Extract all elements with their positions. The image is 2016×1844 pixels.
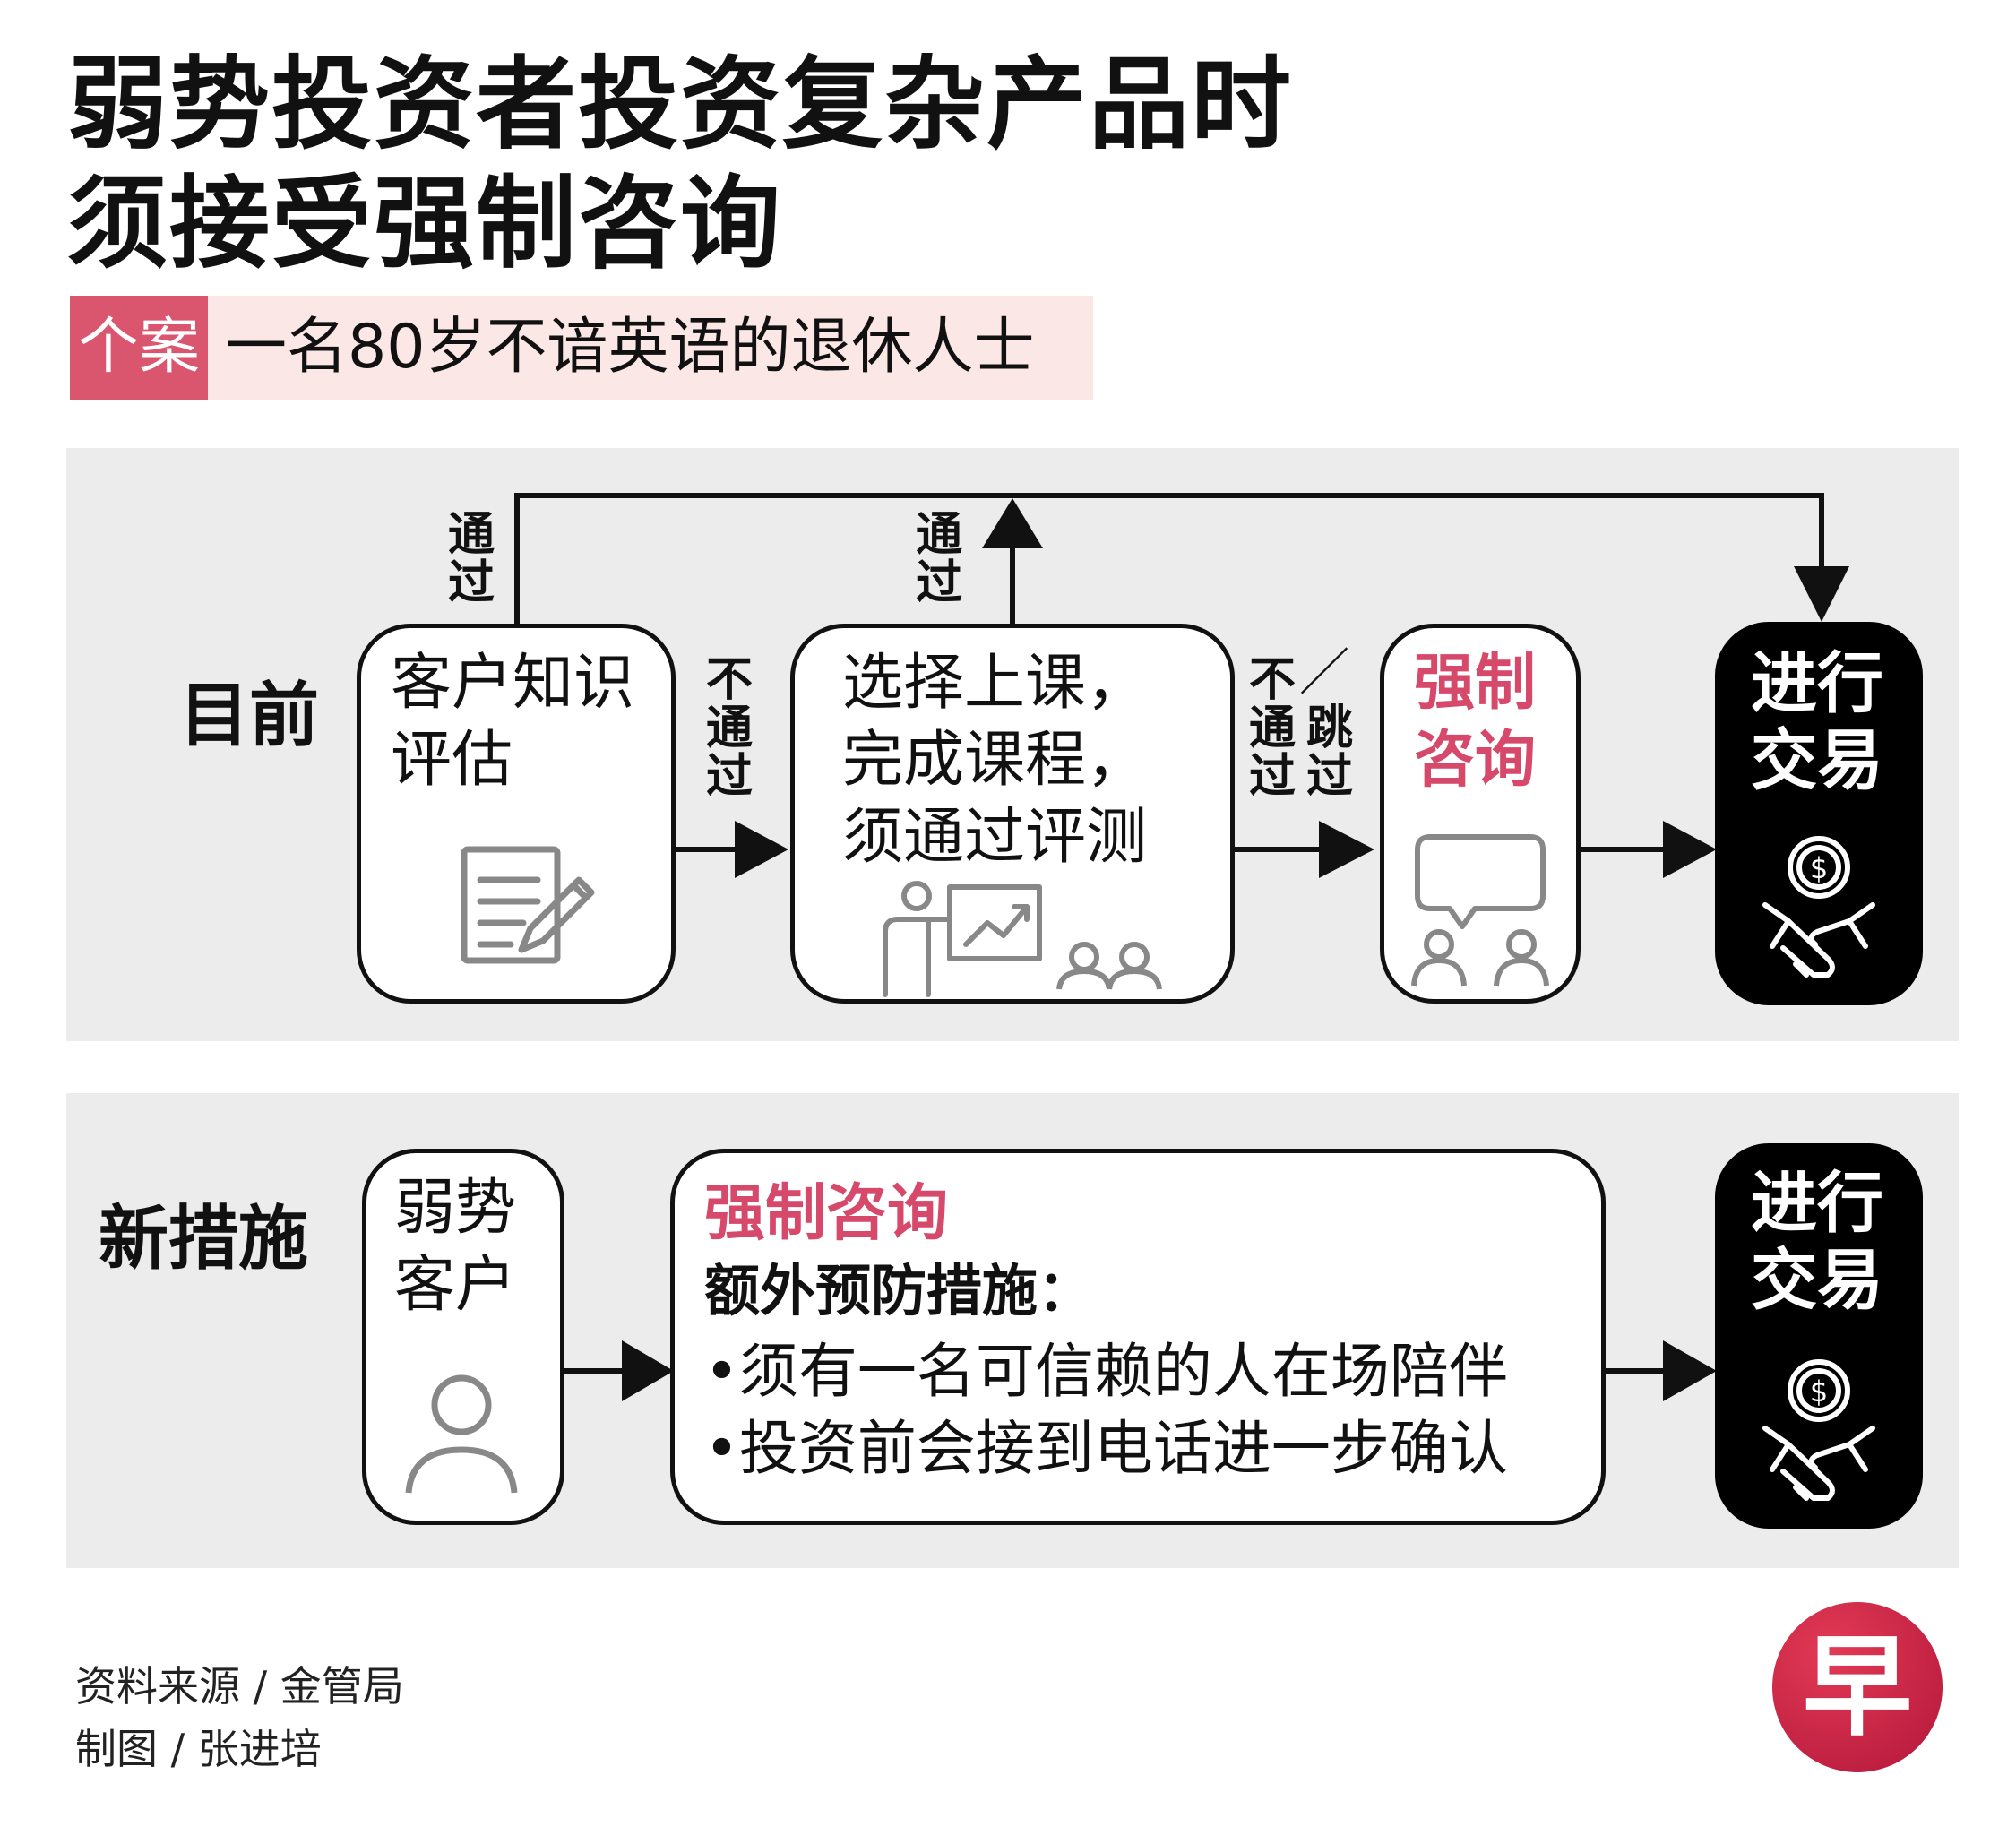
trade-box-current [1715,622,1923,1005]
arrowhead-right-3 [1663,821,1717,878]
two-people-icon [1411,929,1549,987]
title-line1: 弱势投资者投资复杂产品时 [67,47,1293,163]
measures-heading: 强制咨询 [704,1178,949,1249]
measure-bullet-2: •投资前会接到电话进一步确认 [704,1414,1508,1483]
fail-label-2: 不通过 [1248,653,1296,804]
course-line3: 须通过评测 [842,802,1148,873]
trade-new-line1: 进行 [1751,1165,1883,1242]
graphic-credit: 制图 / 张进培 [75,1725,322,1773]
new-measure-row-label: 新措施 [99,1199,309,1280]
arrowhead-right-5 [1663,1340,1717,1401]
current-row-label: 目前 [179,676,320,756]
skip-label: 跳过 [1305,702,1353,804]
zaobao-logo-char: 早 [1803,1624,1912,1751]
arrowhead-up [982,498,1043,548]
knowledge-assessment-line2: 评估 [391,725,513,796]
trade-current-line1: 进行 [1751,645,1883,722]
svg-text:$: $ [1810,851,1828,885]
mandatory-advice-line2: 咨询 [1414,725,1537,796]
source-credit: 资料来源 / 金管局 [75,1662,404,1710]
course-line2: 完成课程， [842,725,1148,796]
vulnerable-client-line1: 弱势 [394,1173,517,1244]
audience-icon [1056,942,1162,990]
vulnerable-client-box [362,1149,564,1525]
mandatory-advice-box [1380,624,1581,1004]
course-box [790,624,1235,1004]
mandatory-advice-line1: 强制 [1414,648,1537,719]
bypass-line [514,493,1824,624]
title-line2: 须接受强制咨询 [67,166,782,282]
case-banner [70,296,1093,400]
arrowhead-down [1794,566,1849,622]
knowledge-assessment-line1: 客户知识 [391,648,635,719]
measure-bullet-1: •须有一名可信赖的人在场陪伴 [704,1337,1508,1406]
zaobao-logo: 早 [1772,1602,1943,1772]
case-tag: 个案 [70,296,208,400]
mandatory-advice-measures-box [670,1149,1606,1525]
arrowhead-right-4 [622,1340,674,1401]
knowledge-assessment-box [357,624,676,1004]
arrowhead-right-1 [735,821,788,878]
pass-label-2: 通过 [915,508,962,610]
trade-new-line2: 交易 [1751,1242,1883,1319]
arrowhead-right-2 [1319,821,1374,878]
measures-subheading: 额外预防措施： [704,1258,1094,1323]
pass-label-1: 通过 [447,508,495,610]
course-line1: 选择上课， [842,648,1148,719]
vulnerable-client-line2: 客户 [394,1250,517,1321]
trade-box-new [1715,1143,1923,1529]
fail-label-1: 不通过 [705,653,753,804]
trade-current-line2: 交易 [1751,722,1883,799]
case-text: 一名80岁不谙英语的退休人士 [226,312,1035,383]
slash-label: ／ [1299,644,1349,702]
svg-text:$: $ [1810,1374,1828,1409]
